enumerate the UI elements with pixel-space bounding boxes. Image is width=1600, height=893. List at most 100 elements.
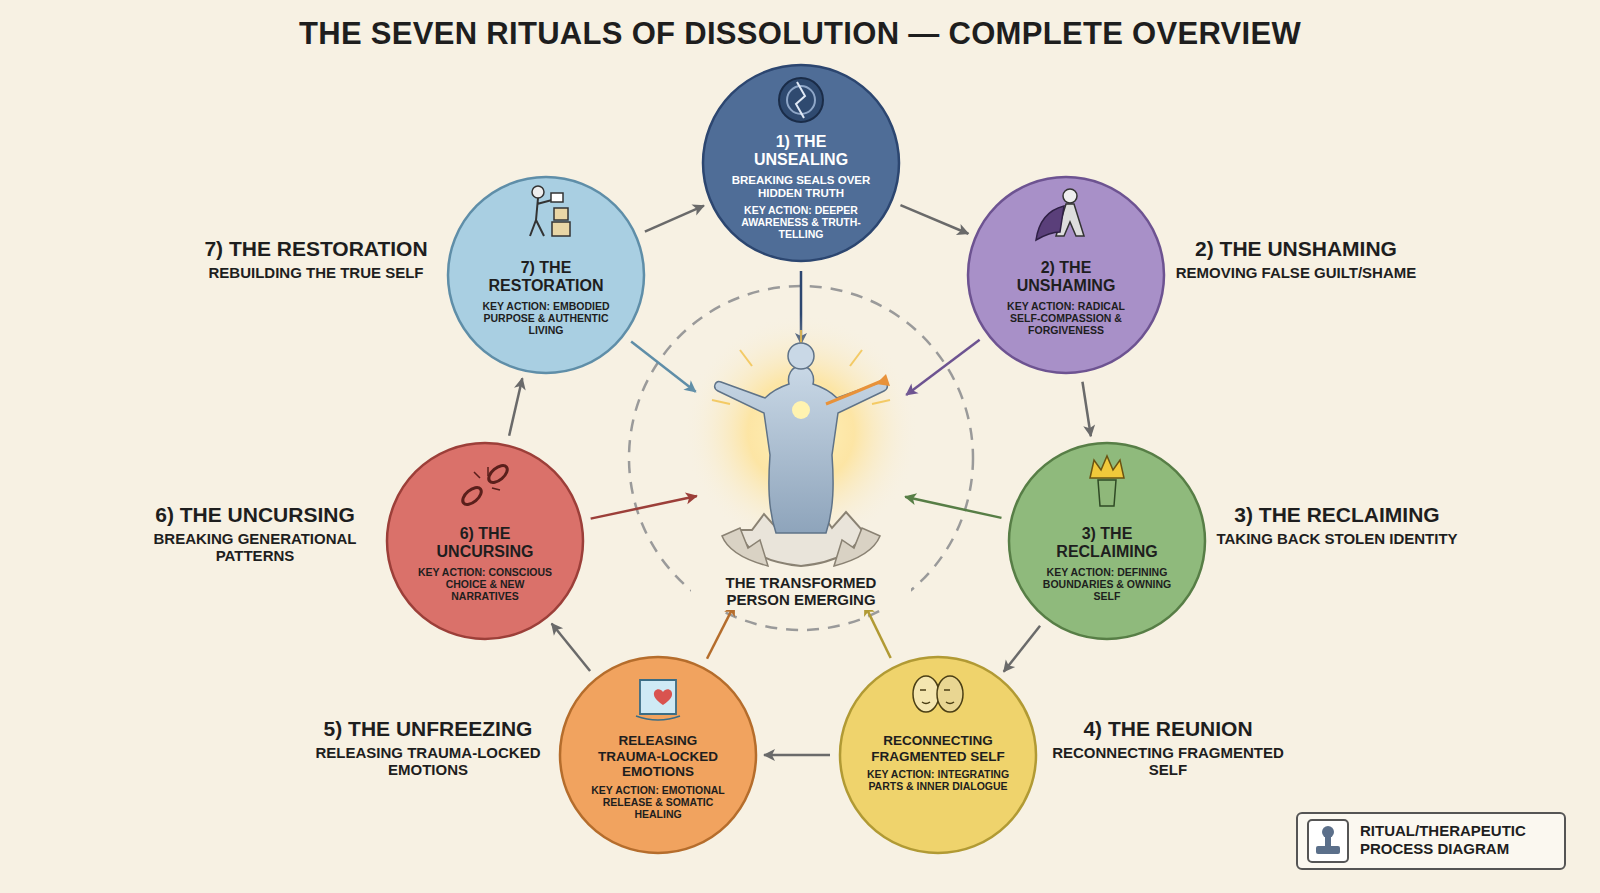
center-figure [683,314,919,566]
stamp-frame [1308,820,1348,862]
flow-arrow [905,497,1001,518]
illustration-part [654,689,672,705]
illustration-part [1090,456,1124,478]
circle-text: 6) THE UNCURSING KEY ACTION: CONSCIOUS CH… [413,525,557,602]
flow-arrow [552,623,590,671]
outside-heading: 3) THE RECLAIMING [1212,503,1462,527]
outside-heading: 7) THE RESTORATION [191,237,441,261]
outside-label: 4) THE REUNION RECONNECTING FRAGMENTED SE… [1043,717,1293,779]
center-caption: THE TRANSFORMED PERSON EMERGING [691,572,911,611]
stamp-icon [1306,818,1352,864]
illustration-part [1063,189,1077,203]
key-action: KEY ACTION: RADICAL SELF-COMPASSION & FO… [994,300,1138,336]
flow-arrow [645,206,704,232]
outside-heading: 2) THE UNSHAMING [1171,237,1421,261]
builder-icon [530,186,570,236]
illustration-part [834,528,880,566]
circle-outline [1009,443,1205,639]
illustration-part [920,690,954,704]
flow-arrow [1004,626,1040,672]
stamp-base [1316,846,1340,854]
flow-arrow [509,378,522,435]
illustration-part [937,676,963,712]
illustration-part [876,374,890,386]
flow-arrow [906,340,979,395]
flow-arrow [707,605,735,659]
key-action: KEY ACTION: INTEGRATING PARTS & INNER DI… [866,768,1010,792]
circle-text: RELEASING TRAUMA-LOCKED EMOTIONSKEY ACTI… [586,733,730,820]
outside-subtitle: REBUILDING THE TRUE SELF [191,264,441,281]
ritual-heading: RECONNECTING FRAGMENTED SELF [866,733,1010,764]
illustration-part [779,78,823,122]
broken-chain-icon [460,462,511,507]
illustration-part [872,400,890,404]
cape-figure-icon [1036,189,1084,240]
illustration-part [788,343,814,369]
outside-label: 3) THE RECLAIMING TAKING BACK STOLEN IDEN… [1212,503,1462,547]
circle-outline [968,177,1164,373]
note-text: RITUAL/THERAPEUTIC PROCESS DIAGRAM [1360,822,1556,858]
outside-label: 2) THE UNSHAMING REMOVING FALSE GUILT/SHA… [1171,237,1421,281]
ice-cube-icon [636,680,680,720]
illustration-part [826,380,884,404]
masks-icon [913,676,963,712]
ritual-heading: RELEASING TRAUMA-LOCKED EMOTIONS [586,733,730,780]
key-action: KEY ACTION: EMBODIED PURPOSE & AUTHENTIC… [474,300,618,336]
illustration-part [715,366,888,533]
outside-heading: 4) THE REUNION [1043,717,1293,741]
ritual-heading: 6) THE UNCURSING [413,525,557,562]
flow-arrow [865,605,891,658]
outside-subtitle: BREAKING GENERATIONAL PATTERNS [130,530,380,565]
outside-subtitle: RECONNECTING FRAGMENTED SELF [1043,744,1293,779]
circle-text: 1) THE UNSEALING BREAKING SEALS OVER HIDD… [729,133,873,240]
outside-label: 6) THE UNCURSING BREAKING GENERATIONAL PA… [130,503,380,565]
center-text: THE TRANSFORMED PERSON EMERGING [691,572,911,611]
illustration-part [640,680,676,714]
diagram-title: THE SEVEN RITUALS OF DISSOLUTION — COMPL… [0,16,1600,52]
flow-arrow [764,754,830,757]
illustration-part [530,198,552,236]
illustration-part [796,82,805,118]
illustration-part [1098,480,1116,506]
circle-text: RECONNECTING FRAGMENTED SELF KEY ACTION: … [866,733,1010,792]
illustration-part [683,314,919,550]
illustration-part [552,222,570,236]
crown-icon [1090,456,1124,506]
key-action: KEY ACTION: DEFINING BOUNDARIES & OWNING… [1035,566,1179,602]
flow-arrow [591,496,697,519]
illustration-part [1036,206,1064,240]
outside-heading: 5) THE UNFREEZING [303,717,553,741]
ritual-subtitle: BREAKING SEALS OVER HIDDEN TRUTH [729,174,873,200]
circle-text: 3) THE RECLAIMING KEY ACTION: DEFINING BO… [1035,525,1179,602]
ritual-heading: 1) THE UNSEALING [729,133,873,170]
stamp-note-box: RITUAL/THERAPEUTIC PROCESS DIAGRAM [1296,812,1566,870]
outside-label: 7) THE RESTORATION REBUILDING THE TRUE SE… [191,237,441,281]
circle-outline [560,657,756,853]
illustration-part [532,186,544,198]
key-action: KEY ACTION: DEEPER AWARENESS & TRUTH-TEL… [729,204,873,240]
outside-subtitle: TAKING BACK STOLEN IDENTITY [1212,530,1462,547]
illustration-part [486,462,511,485]
illustration-part [712,400,730,404]
circle-outline [703,65,899,261]
ritual-heading: 3) THE RECLAIMING [1035,525,1179,562]
circle-text: 2) THE UNSHAMINGKEY ACTION: RADICAL SELF… [994,259,1138,336]
outside-label: 5) THE UNFREEZING RELEASING TRAUMA-LOCKED… [303,717,553,779]
illustration-part [850,350,862,366]
flow-arrow [1082,382,1090,436]
dashed-ring [629,286,973,630]
illustration-part [740,350,752,366]
circle-outline [448,177,644,373]
ritual-heading: 7) THE RESTORATION [474,259,618,296]
illustration-part [792,401,810,419]
seal-icon [779,78,823,122]
key-action: KEY ACTION: CONSCIOUS CHOICE & NEW NARRA… [413,566,557,602]
outside-heading: 6) THE UNCURSING [130,503,380,527]
flow-arrow [900,205,968,234]
outside-subtitle: REMOVING FALSE GUILT/SHAME [1171,264,1421,281]
illustration-part [551,193,563,202]
outside-subtitle: RELEASING TRAUMA-LOCKED EMOTIONS [303,744,553,779]
ritual-circle: 6) THE UNCURSING KEY ACTION: CONSCIOUS CH… [385,441,585,641]
ritual-circle: 7) THE RESTORATION KEY ACTION: EMBODIED P… [446,175,646,375]
